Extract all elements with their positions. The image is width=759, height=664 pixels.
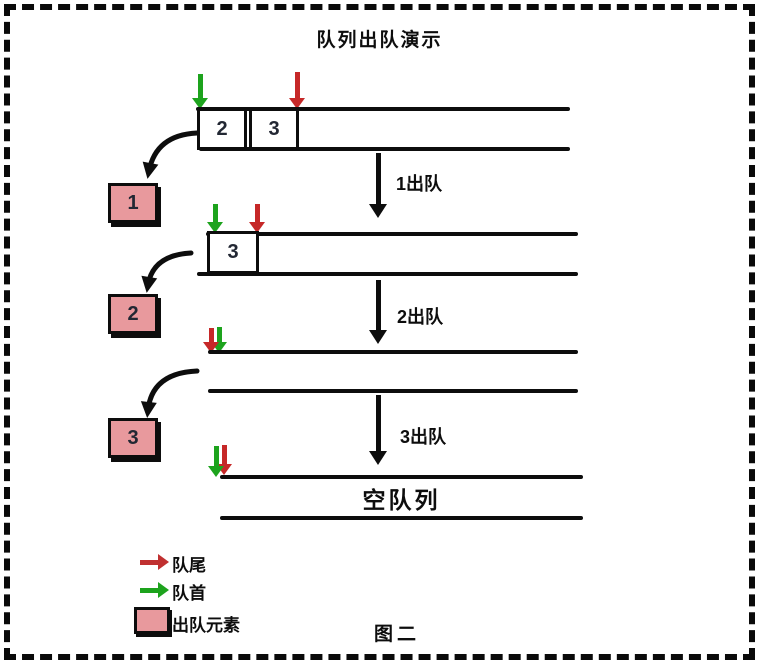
queue-head-arrow-icon: [207, 446, 225, 477]
legend-head-arrow-icon: [140, 582, 169, 598]
arrow-head: [158, 582, 169, 598]
arrow-head: [208, 466, 224, 477]
queue4-top-line: [220, 475, 583, 479]
dequeue-step-label: 2出队: [397, 307, 444, 327]
arrow-stem: [375, 395, 381, 451]
dequeue-curve-arrow-icon: [142, 130, 200, 179]
arrow-head: [211, 342, 227, 353]
queue-tail-arrow-icon: [248, 204, 266, 233]
legend-pink-box-icon: [134, 607, 170, 634]
arrow-stem: [212, 204, 218, 222]
arrow-stem: [140, 587, 158, 593]
queue-head-arrow-icon: [206, 204, 224, 233]
arrow-head: [203, 342, 219, 353]
dashed-border: [4, 4, 755, 660]
dequeued-box: 3: [108, 418, 158, 458]
arrow-stem: [254, 204, 260, 222]
arrow-stem: [221, 445, 227, 464]
diagram-title: 队列出队演示: [316, 30, 443, 51]
dequeued-box: 1: [108, 183, 158, 223]
arrow-head: [289, 98, 305, 109]
arrow-head: [249, 222, 265, 233]
empty-queue-label: 空队列: [362, 487, 441, 513]
arrow-head: [216, 464, 232, 475]
queue4-bottom-line: [220, 516, 583, 520]
queue2-cell: 3: [207, 231, 259, 274]
arrow-stem: [208, 328, 214, 342]
dequeue-curve-arrow-icon: [141, 250, 194, 293]
dequeue-step-label: 3出队: [400, 427, 447, 447]
queue2-bottom-line: [197, 272, 578, 276]
dequeue-step-arrow-icon: [369, 153, 387, 218]
queue-head-arrow-icon: [210, 327, 228, 353]
arrow-stem: [213, 446, 219, 466]
legend-tail-label: 队尾: [172, 556, 206, 575]
queue-tail-arrow-icon: [215, 445, 233, 475]
queue1-bottom-line: [199, 147, 570, 151]
legend-dequeued-label: 出队元素: [172, 616, 240, 635]
legend-tail-arrow-icon: [140, 554, 169, 570]
arrow-head: [207, 222, 223, 233]
arrow-stem: [216, 327, 222, 342]
arrow-stem: [197, 74, 203, 98]
queue2-top-line: [206, 232, 578, 236]
arrow-head: [369, 451, 387, 465]
figure-caption: 图二: [374, 624, 421, 645]
dequeue-step-arrow-icon: [369, 395, 387, 465]
arrow-stem: [375, 280, 381, 330]
dequeue-step-arrow-icon: [369, 280, 387, 344]
queue-tail-arrow-icon: [288, 72, 306, 109]
arrow-head: [192, 98, 208, 109]
queue-tail-arrow-icon: [202, 328, 220, 353]
queue-head-arrow-icon: [191, 74, 209, 109]
arrow-head: [369, 330, 387, 344]
arrow-stem: [294, 72, 300, 98]
queue3-top-line: [208, 350, 578, 354]
legend-head-label: 队首: [172, 584, 206, 603]
dequeue-curve-arrow-icon: [140, 368, 200, 418]
queue1-top-line: [196, 107, 570, 111]
dequeue-step-label: 1出队: [396, 174, 443, 194]
dequeued-box: 2: [108, 294, 158, 334]
arrow-head: [369, 204, 387, 218]
arrow-stem: [375, 153, 381, 204]
queue1-cell: 3: [249, 108, 299, 150]
arrow-stem: [140, 559, 158, 565]
arrow-head: [158, 554, 169, 570]
queue3-bottom-line: [208, 389, 578, 393]
